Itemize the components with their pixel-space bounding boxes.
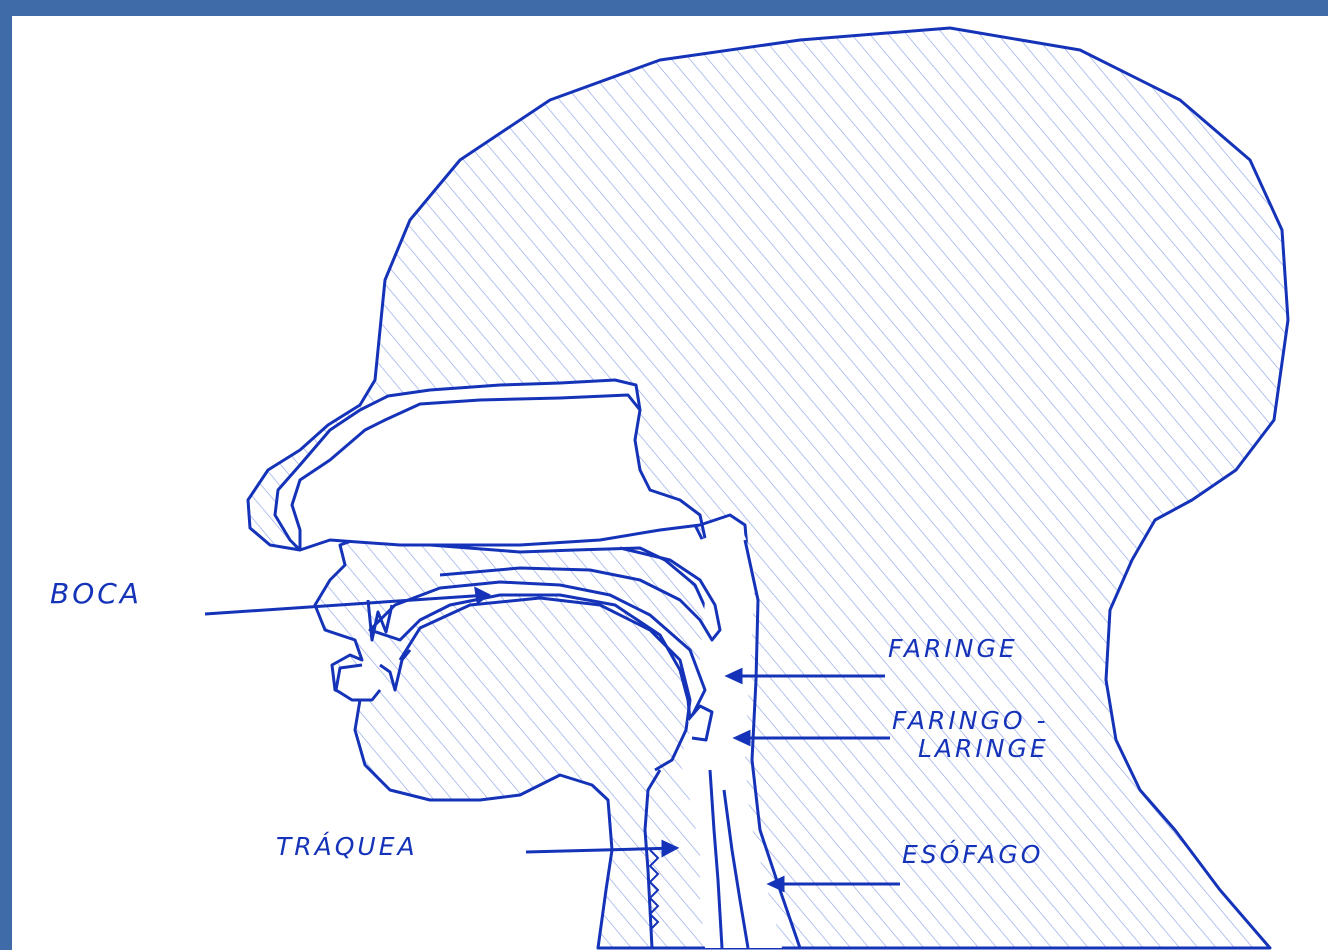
label-faringe: FARINGE (888, 636, 1018, 661)
label-faringo: FARINGO - (892, 708, 1048, 733)
label-laringe: LARINGE (918, 736, 1049, 761)
label-traquea: TRÁQUEA (276, 834, 418, 859)
drawing-area (12, 16, 1328, 950)
head-sagittal-diagram (12, 16, 1328, 950)
label-esofago: ESÓFAGO (902, 842, 1043, 867)
label-boca: BOCA (50, 580, 142, 608)
